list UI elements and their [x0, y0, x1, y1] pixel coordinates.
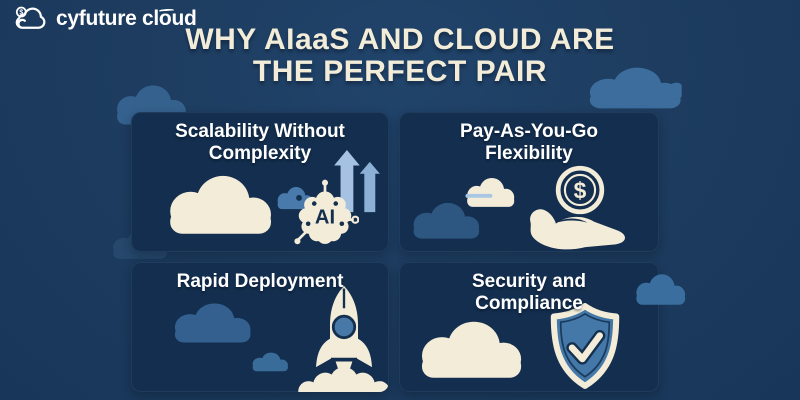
dollar-coin-icon: $ — [555, 165, 605, 215]
open-hand-icon — [530, 209, 625, 250]
growth-arrows-icon — [334, 150, 380, 213]
panel-scalability: Scalability Without Complexity — [131, 112, 389, 252]
ai-brain-circuit-icon: AI — [294, 179, 359, 245]
coin-symbol: $ — [574, 177, 587, 203]
striped-cloud-icon — [465, 177, 515, 207]
page-title: WHY AIaaS AND CLOUD ARE THE PERFECT PAIR — [0, 23, 800, 89]
cloud-icon — [421, 321, 522, 378]
panel-heading: Rapid Deployment — [131, 271, 389, 293]
panel-heading-line1: Rapid Deployment — [176, 271, 344, 292]
panel-pay-as-you-go: Pay-As-You-Go Flexibility $ — [399, 112, 659, 252]
cloud-icon — [170, 175, 271, 234]
rocket-launch-icon — [298, 285, 389, 392]
mini-cloud-icon — [252, 352, 288, 372]
panel-heading-line2: Flexibility — [485, 143, 573, 165]
panel-heading: Security and Compliance — [399, 271, 659, 316]
background-cloud-icon — [636, 274, 686, 305]
panel-security-compliance: Security and Compliance — [399, 262, 659, 392]
page-title-line2: THE PERFECT PAIR — [252, 55, 548, 89]
mini-cloud-icon — [277, 187, 313, 210]
panel-heading-line1: Security and — [471, 271, 587, 292]
brand-logo: $ cyfuture cloud — [10, 5, 197, 33]
logo-coin-symbol: $ — [19, 10, 23, 17]
cloud-coin-logo-icon: $ — [15, 6, 46, 29]
panel-heading-line1: Scalability Without — [175, 121, 345, 142]
panel-heading-line1: Pay-As-You-Go — [460, 121, 598, 142]
logo-product: cloud — [142, 7, 197, 30]
panel-heading: Pay-As-You-Go Flexibility — [399, 121, 659, 166]
logo-text: cyfuture cloud — [56, 7, 197, 31]
panel-heading: Scalability Without Complexity — [131, 121, 389, 166]
panel-heading-line2: Complexity — [208, 143, 312, 165]
panel-heading-line2: Compliance — [475, 293, 583, 315]
panel-rapid-deployment: Rapid Deployment — [131, 262, 389, 392]
cloud-icon — [174, 303, 251, 343]
background-cloud-icon — [589, 67, 682, 109]
ai-label: AI — [315, 207, 335, 229]
shield-check-icon — [550, 303, 620, 389]
logo-brand: cyfuture — [56, 7, 137, 30]
page-title-line1: WHY AIaaS AND CLOUD ARE — [185, 23, 615, 56]
